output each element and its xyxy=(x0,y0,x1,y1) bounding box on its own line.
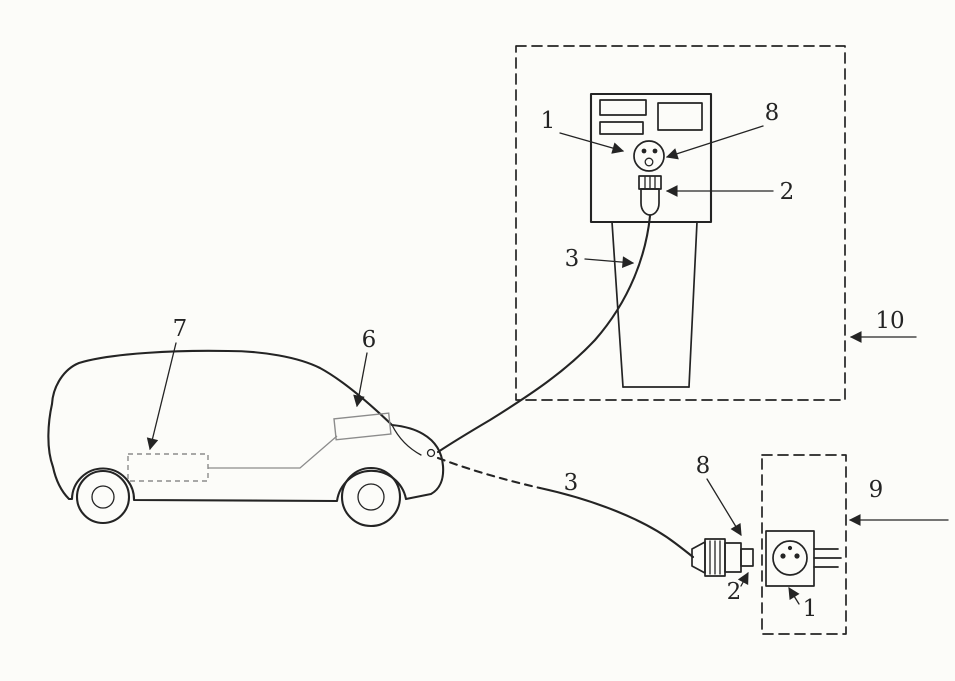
station-pedestal xyxy=(611,221,698,388)
station-panel xyxy=(589,92,713,224)
outlet-dashed-border xyxy=(761,454,847,635)
extension-cable-dashed xyxy=(436,456,542,490)
callout-wall-plug-adapter: 8 xyxy=(696,453,711,479)
callout-vehicle-battery: 7 xyxy=(173,316,188,342)
wall-outlet xyxy=(765,530,842,587)
front-wheel xyxy=(340,466,402,528)
callout-arrows xyxy=(146,125,949,605)
callout-station-plug: 2 xyxy=(780,179,795,205)
battery-wiring xyxy=(208,435,338,469)
hood-line xyxy=(391,424,422,456)
arrow-station-cable xyxy=(584,256,635,268)
callout-station-socket: 1 xyxy=(541,108,556,134)
station-display-top xyxy=(599,99,647,116)
station-display-bottom xyxy=(599,121,644,135)
arrow-wall-plug-adapter xyxy=(706,478,742,537)
callout-extension-cable: 3 xyxy=(564,470,579,496)
station-meter xyxy=(657,102,703,131)
arrow-charge-port xyxy=(353,352,368,408)
station-plug xyxy=(638,175,662,216)
station-cable xyxy=(436,214,652,454)
station-dashed-border xyxy=(515,45,846,401)
wall-outlet-box xyxy=(761,454,847,635)
callout-station-adapter: 8 xyxy=(765,100,780,126)
callout-labels: 1 8 2 3 10 7 6 3 8 2 9 1 xyxy=(173,100,905,622)
callout-wall-socket: 1 xyxy=(803,596,818,622)
callout-charge-port: 6 xyxy=(362,327,377,353)
arrow-vehicle-battery xyxy=(146,342,177,451)
charge-port xyxy=(333,412,392,441)
extension-cable-solid xyxy=(538,486,695,559)
extension-cable xyxy=(436,456,695,559)
charging-station-box xyxy=(515,45,846,401)
charging-station xyxy=(436,92,713,454)
callout-station-cable: 3 xyxy=(565,246,580,272)
arrow-station-adapter xyxy=(665,125,764,160)
callout-wall-outlet-assembly: 9 xyxy=(869,477,884,503)
battery-outline xyxy=(127,453,209,482)
plug-body xyxy=(724,542,742,573)
plug-gland xyxy=(691,541,706,574)
wall-plug xyxy=(691,538,754,577)
arrow-wall-socket xyxy=(788,587,800,605)
car-body xyxy=(47,349,445,503)
outlet-socket xyxy=(772,540,808,576)
arrow-wall-plug xyxy=(737,571,749,587)
vehicle xyxy=(47,349,445,528)
callout-station-assembly: 10 xyxy=(875,308,904,334)
inlet-point xyxy=(426,448,436,458)
plug-nose xyxy=(740,548,754,567)
arrow-station-socket xyxy=(559,132,625,154)
station-socket xyxy=(633,140,665,172)
callout-wall-plug: 2 xyxy=(727,579,742,605)
rear-wheel xyxy=(75,469,131,525)
